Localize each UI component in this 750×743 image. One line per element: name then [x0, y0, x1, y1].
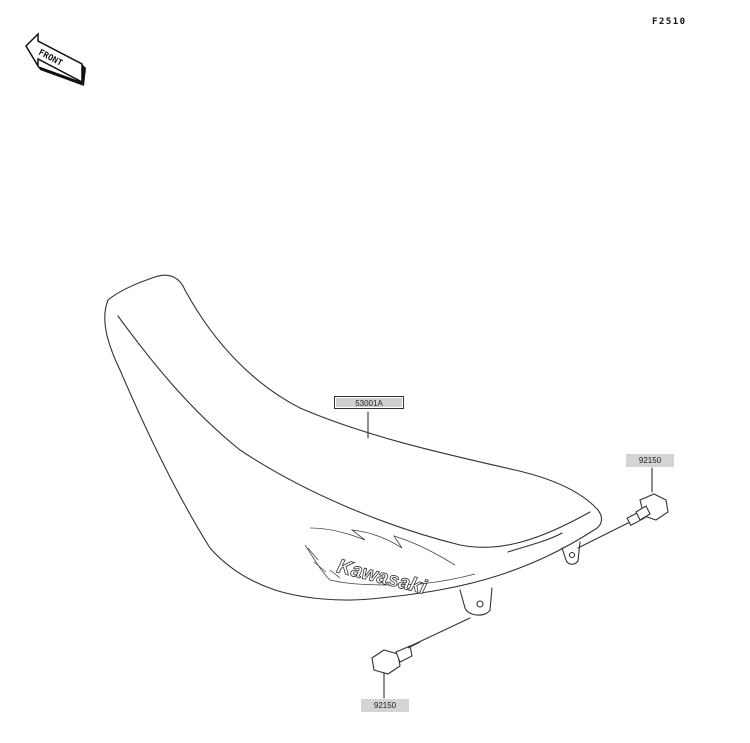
bolt-right-icon: [626, 493, 669, 527]
front-arrow-icon: FRONT: [25, 32, 86, 86]
diagram-code: F2510: [652, 17, 687, 27]
seat-outline: [104, 274, 603, 601]
seat-rear-line: [507, 532, 563, 553]
kawasaki-logo-decal: [304, 527, 476, 586]
kawasaki-logo-text: Kawasaki: [335, 556, 429, 600]
part-label-92150-left: 92150: [361, 699, 409, 712]
bolt-left-icon: [371, 641, 421, 675]
part-label-53001a: 53001A: [334, 396, 404, 409]
bolt-right-axis: [577, 519, 635, 549]
seat-top-edge: [117, 315, 591, 548]
bolt-left-axis: [401, 617, 471, 651]
seat-mount-left: [459, 587, 493, 616]
seat-mount-right: [561, 541, 581, 565]
part-label-92150-right: 92150: [626, 454, 674, 467]
